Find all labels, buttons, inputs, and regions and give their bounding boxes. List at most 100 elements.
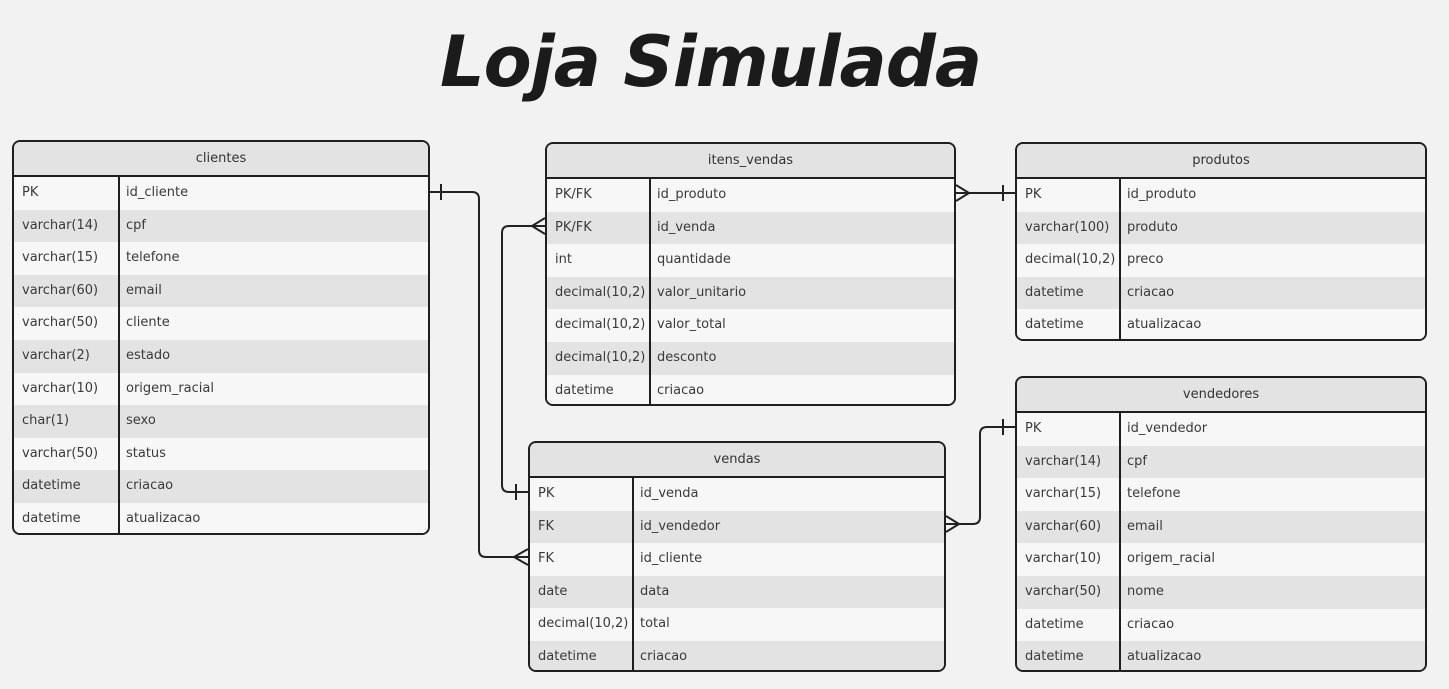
- column-type: datetime: [22, 510, 81, 526]
- entity-row-id-vendedor[interactable]: FK id_vendedor: [530, 510, 944, 544]
- entity-clientes[interactable]: clientes PK id_cliente varchar(14)cpf var…: [12, 140, 430, 535]
- entity-row-cliente[interactable]: varchar(50)cliente: [14, 307, 428, 340]
- column-field: email: [126, 282, 162, 298]
- entity-row-nome[interactable]: varchar(50)nome: [1017, 575, 1425, 609]
- column-type: decimal(10,2): [555, 349, 646, 365]
- entity-row-valor-unitario[interactable]: decimal(10,2) valor_unitario: [547, 276, 954, 310]
- column-type: varchar(15): [22, 250, 99, 266]
- column-field: sexo: [126, 413, 156, 429]
- many-marker: [531, 225, 546, 235]
- column-type: varchar(50): [22, 445, 99, 461]
- entity-row-email[interactable]: varchar(60)email: [14, 274, 428, 308]
- column-type: int: [555, 252, 572, 268]
- column-type: datetime: [1025, 616, 1084, 632]
- column-type: FK: [538, 518, 555, 534]
- column-field: estado: [126, 347, 171, 363]
- entity-row-cpf[interactable]: varchar(14)cpf: [1017, 445, 1425, 479]
- entity-row-status[interactable]: varchar(50)status: [14, 437, 428, 471]
- column-field: desconto: [657, 349, 717, 365]
- column-field: id_cliente: [126, 185, 189, 200]
- column-field: id_cliente: [640, 551, 703, 567]
- entity-row-produto[interactable]: varchar(100)produto: [1017, 211, 1425, 245]
- column-field: criacao: [1127, 284, 1175, 300]
- column-field: criacao: [640, 648, 688, 664]
- entity-row-total[interactable]: decimal(10,2) total: [530, 608, 944, 641]
- many-marker: [955, 192, 970, 202]
- column-type: varchar(10): [1025, 551, 1102, 567]
- entity-row-sexo[interactable]: char(1)sexo: [14, 405, 428, 438]
- column-type: datetime: [538, 648, 597, 664]
- entity-row-email[interactable]: varchar(60)email: [1017, 510, 1425, 544]
- entity-row-estado[interactable]: varchar(2) estado: [14, 339, 428, 373]
- entity-row-cpf[interactable]: varchar(14)cpf: [14, 209, 428, 243]
- many-marker: [513, 556, 529, 566]
- entity-row-id-cliente[interactable]: PK id_cliente: [14, 177, 428, 210]
- relationship-vendas-vendedores: [946, 426, 1015, 525]
- entity-rows: PK id_cliente varchar(14)cpf varchar(15)t…: [14, 177, 428, 533]
- entity-row-criacao[interactable]: datetime criacao: [530, 640, 944, 670]
- column-type: PK: [22, 185, 39, 200]
- entity-row-telefone[interactable]: varchar(15)telefone: [14, 242, 428, 275]
- column-divider: [118, 177, 120, 533]
- entity-row-criacao[interactable]: datetime criacao: [14, 470, 428, 503]
- entity-row-origem-racial[interactable]: varchar(10) origem_racial: [1017, 543, 1425, 576]
- many-marker: [945, 523, 960, 533]
- column-type: varchar(10): [22, 380, 99, 396]
- column-type: decimal(10,2): [1025, 252, 1116, 268]
- entity-row-valor-total[interactable]: decimal(10,2)valor_total: [547, 309, 954, 342]
- column-field: id_vendedor: [640, 518, 721, 534]
- column-type: varchar(60): [1025, 518, 1102, 534]
- column-type: PK/FK: [555, 219, 592, 235]
- column-type: datetime: [555, 382, 614, 398]
- column-type: datetime: [22, 478, 81, 494]
- column-field: valor_unitario: [657, 284, 747, 300]
- column-type: varchar(15): [1025, 486, 1102, 502]
- many-marker: [513, 548, 529, 558]
- entity-row-telefone[interactable]: varchar(15) telefone: [1017, 478, 1425, 511]
- column-field: total: [640, 616, 670, 632]
- column-field: criacao: [126, 478, 174, 494]
- column-type: varchar(50): [1025, 583, 1102, 599]
- column-divider: [1119, 413, 1121, 670]
- column-field: origem_racial: [1127, 551, 1215, 567]
- entity-row-origem-racial[interactable]: varchar(10) origem_racial: [14, 372, 428, 406]
- entity-row-desconto[interactable]: decimal(10,2) desconto: [547, 341, 954, 375]
- column-field: telefone: [1127, 486, 1181, 502]
- entity-header: itens_vendas: [547, 144, 954, 179]
- column-type: decimal(10,2): [555, 284, 646, 300]
- column-field: origem_racial: [126, 380, 214, 396]
- column-type: datetime: [1025, 317, 1084, 333]
- column-field: produto: [1127, 219, 1178, 235]
- column-field: cliente: [126, 315, 170, 331]
- column-field: id_produto: [657, 187, 727, 202]
- column-type: varchar(2): [22, 347, 90, 363]
- entity-header: clientes: [14, 142, 428, 177]
- column-divider: [1119, 179, 1121, 339]
- entity-row-preco[interactable]: decimal(10,2) preco: [1017, 244, 1425, 277]
- entity-header: vendas: [530, 443, 944, 478]
- relationship-clientes-vendas: [430, 191, 528, 558]
- column-type: decimal(10,2): [538, 616, 629, 632]
- column-field: preco: [1127, 252, 1164, 268]
